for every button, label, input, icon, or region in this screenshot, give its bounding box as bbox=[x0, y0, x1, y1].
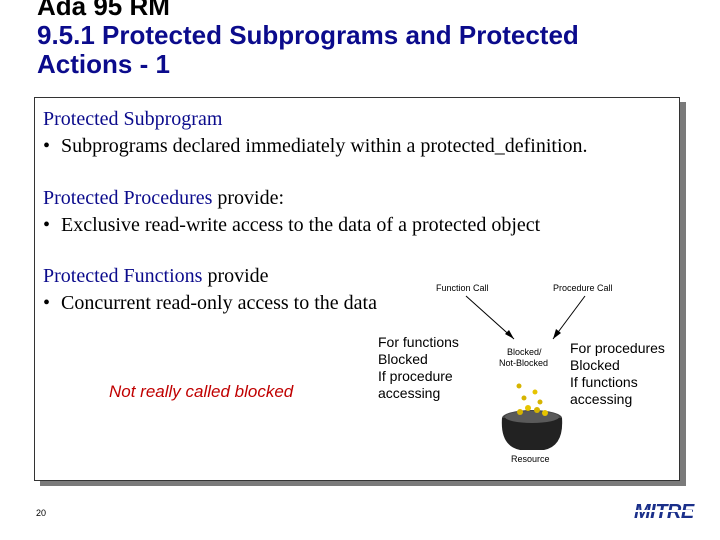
bullet-icon: • bbox=[43, 292, 51, 314]
section-2-heading-suffix: provide: bbox=[212, 187, 285, 209]
blocked-label: Blocked/ bbox=[507, 347, 542, 357]
section-3-bullet-text: Concurrent read-only access to the data bbox=[61, 292, 377, 314]
procedure-call-label: Procedure Call bbox=[553, 283, 613, 293]
content-box bbox=[34, 97, 680, 481]
procedure-call-arrowhead bbox=[553, 329, 561, 339]
not-blocked-label: Not-Blocked bbox=[499, 358, 549, 368]
functions-note: For functions Blocked If procedure acces… bbox=[378, 334, 459, 402]
bullet-icon: • bbox=[43, 135, 51, 157]
function-call-arrowhead bbox=[505, 330, 514, 339]
title-line-3: Actions - 1 bbox=[37, 49, 170, 79]
section-1-heading: Protected Subprogram bbox=[43, 108, 222, 131]
page-number: 20 bbox=[36, 508, 47, 518]
functions-note-line: accessing bbox=[378, 385, 441, 401]
procedures-note-line: accessing bbox=[570, 391, 633, 407]
title-line-1: Ada 95 RM bbox=[37, 0, 170, 21]
section-1-heading-text: Protected Subprogram bbox=[43, 108, 223, 130]
mitre-logo: MITRE bbox=[634, 501, 694, 523]
section-1-bullet-text: Subprograms declared immediately within … bbox=[61, 135, 588, 157]
section-2-heading: Protected Procedures provide: bbox=[43, 187, 284, 210]
procedures-note-line: Blocked bbox=[570, 357, 620, 373]
section-3-heading-suffix: provide bbox=[202, 265, 269, 287]
functions-note-line: If procedure bbox=[378, 368, 453, 384]
function-call-arrow bbox=[465, 295, 515, 340]
procedures-note-line: If functions bbox=[570, 374, 638, 390]
section-3-heading-text: Protected Functions bbox=[43, 265, 203, 287]
title-line-2: 9.5.1 Protected Subprograms and Protecte… bbox=[37, 20, 579, 50]
function-call-label: Function Call bbox=[436, 283, 489, 293]
functions-note-line: Blocked bbox=[378, 351, 428, 367]
slide-title: Ada 95 RM 9.5.1 Protected Subprograms an… bbox=[37, 0, 717, 79]
section-3-bullet: • Concurrent read-only access to the data bbox=[43, 292, 377, 315]
resource-label: Resource bbox=[511, 454, 550, 464]
resource-pot-icon bbox=[501, 383, 563, 450]
bullet-icon: • bbox=[43, 214, 51, 236]
section-3-heading: Protected Functions provide bbox=[43, 265, 269, 288]
section-2-bullet-text: Exclusive read-write access to the data … bbox=[61, 214, 541, 236]
procedures-note-line: For procedures bbox=[570, 340, 665, 356]
section-2-bullet: • Exclusive read-write access to the data… bbox=[43, 214, 540, 237]
aside-note: Not really called blocked bbox=[109, 382, 294, 401]
procedures-note: For procedures Blocked If functions acce… bbox=[570, 340, 665, 408]
functions-note-line: For functions bbox=[378, 334, 459, 350]
section-1-bullet: • Subprograms declared immediately within… bbox=[43, 135, 588, 158]
logo-stripe bbox=[634, 510, 692, 512]
section-2-heading-text: Protected Procedures bbox=[43, 187, 213, 209]
